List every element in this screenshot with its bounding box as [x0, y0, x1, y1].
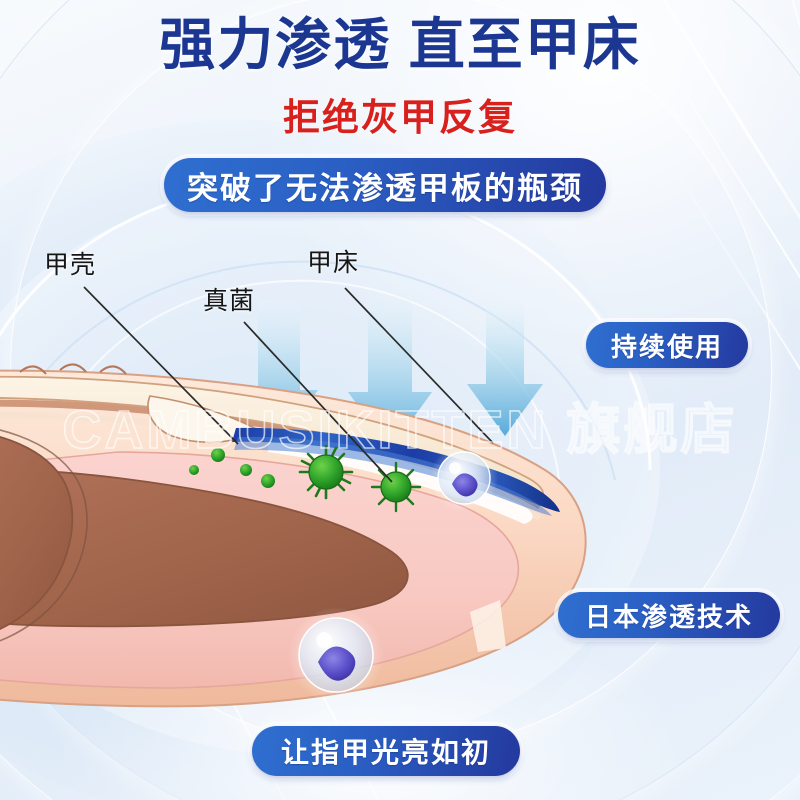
fungus-spore-small [211, 448, 225, 462]
fungus-germ-large [370, 461, 422, 513]
droplet-lower [288, 607, 384, 703]
callout-label-nail-bed: 甲床 [307, 249, 360, 277]
fungus-germ-large [298, 444, 354, 500]
leader-nail-shell [83, 286, 239, 445]
badge-continuous-use[interactable]: 持续使用 [586, 322, 748, 368]
leader-nail-bed [344, 287, 494, 444]
page-subtitle: 拒绝灰甲反复 [283, 97, 517, 138]
badge-breakthrough[interactable]: 突破了无法渗透甲板的瓶颈 [164, 158, 606, 212]
badge-shiny-nails[interactable]: 让指甲光亮如初 [252, 726, 520, 776]
droplet-upper [430, 444, 498, 512]
fungus-colony [189, 444, 422, 513]
active-ingredient-droplets [288, 444, 498, 703]
penetration-arrow-3 [467, 300, 543, 436]
callout-label-nail-shell: 甲壳 [44, 251, 97, 279]
callout-label-fungus: 真菌 [203, 287, 256, 315]
phalanx-joint [0, 436, 74, 630]
callout-leader-lines [83, 286, 494, 483]
phalanx-bone [0, 468, 409, 628]
gfungus-spore-small [261, 474, 275, 488]
shop-watermark: CAMBUSIKITTEN 旗舰店 [62, 400, 738, 460]
badge-japan-technology[interactable]: 日本渗透技术 [558, 592, 780, 638]
fungus-spore-small [240, 464, 252, 476]
fungus-spore-small [189, 465, 199, 475]
treatment-band [232, 427, 560, 516]
leader-fungus [243, 321, 393, 483]
page-title: 强力渗透 直至甲床 [159, 13, 641, 76]
